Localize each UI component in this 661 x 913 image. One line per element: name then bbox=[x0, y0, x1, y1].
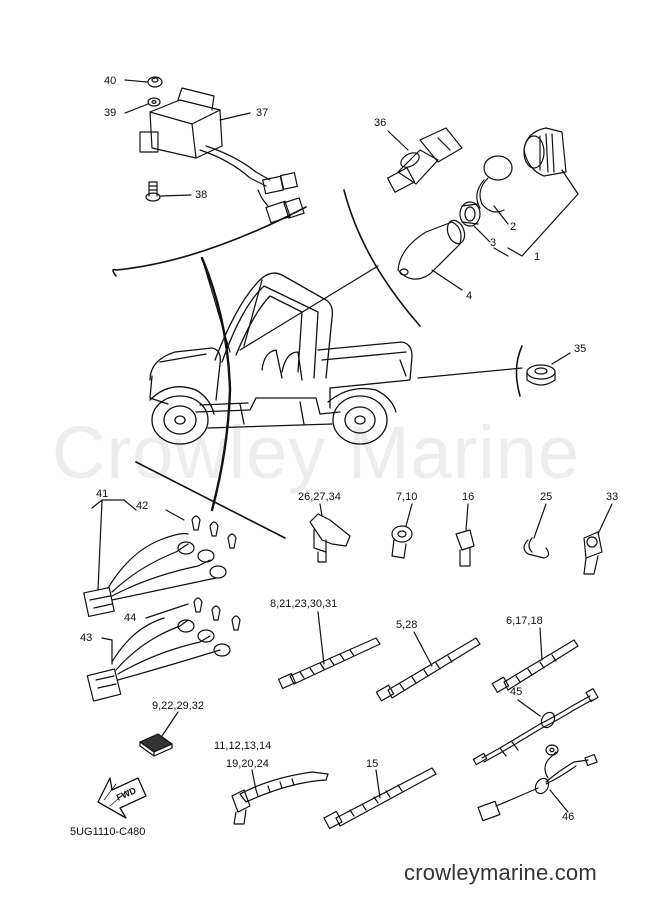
leader-2 bbox=[493, 205, 509, 225]
callout-1: 1 bbox=[534, 251, 541, 263]
leader-43 bbox=[101, 637, 113, 665]
lead-46 bbox=[477, 744, 598, 822]
callout-42: 42 bbox=[136, 500, 149, 512]
callout-33: 33 bbox=[606, 491, 619, 503]
harness-41 bbox=[83, 515, 237, 618]
sensor-36 bbox=[386, 127, 463, 193]
site-link[interactable]: crowleymarine.com bbox=[404, 860, 597, 885]
top-left-bracket-curve bbox=[112, 206, 307, 277]
callout-44: 44 bbox=[124, 612, 137, 624]
leader-6-17-18 bbox=[539, 627, 543, 661]
leader-39 bbox=[124, 103, 149, 114]
drawing-code: 5UG1110-C480 bbox=[70, 826, 146, 838]
harness-43 bbox=[86, 597, 241, 702]
callout-40: 40 bbox=[104, 75, 117, 87]
callout-25: 25 bbox=[540, 491, 553, 503]
leader-37 bbox=[219, 112, 251, 121]
leader-25 bbox=[533, 503, 547, 539]
callout-3: 3 bbox=[490, 237, 497, 249]
callout-16: 16 bbox=[462, 491, 475, 503]
clip-25 bbox=[523, 537, 550, 559]
leader-36 bbox=[387, 130, 409, 151]
callout-15: 15 bbox=[366, 758, 379, 770]
top-right-bracket-curve bbox=[343, 189, 421, 327]
callout-9-22-29-32: 9,22,29,32 bbox=[152, 700, 204, 712]
callout-5-28: 5,28 bbox=[396, 619, 418, 631]
leader-16 bbox=[465, 503, 469, 531]
boot-4 bbox=[397, 219, 466, 280]
leader-40 bbox=[124, 79, 148, 83]
bolt-38 bbox=[145, 181, 161, 202]
callout-26-27-34: 26,27,34 bbox=[298, 491, 341, 503]
leader-switch-to-vehicle bbox=[201, 257, 231, 353]
leader-1-3-join bbox=[493, 247, 509, 257]
leader-1 bbox=[507, 169, 579, 257]
nut-40 bbox=[147, 76, 163, 88]
callout-45: 45 bbox=[510, 686, 523, 698]
clip-26-27-34 bbox=[309, 513, 351, 563]
right-bracket-curve bbox=[515, 345, 523, 397]
sub-harness-45 bbox=[472, 688, 599, 766]
switch-assembly-37 bbox=[139, 87, 305, 224]
socket-1 bbox=[523, 127, 567, 177]
callout-39: 39 bbox=[104, 107, 117, 119]
cable-tie-5-28 bbox=[375, 637, 481, 702]
callout-36: 36 bbox=[374, 117, 387, 129]
callout-37: 37 bbox=[256, 107, 269, 119]
leader-3 bbox=[473, 225, 491, 243]
callout-4: 4 bbox=[466, 290, 473, 302]
callout-38: 38 bbox=[195, 189, 208, 201]
leader-9-22-29-32 bbox=[161, 711, 179, 737]
vehicle-illustration bbox=[149, 272, 413, 445]
cable-tie-15 bbox=[323, 767, 437, 830]
callout-46: 46 bbox=[562, 811, 575, 823]
clip-16 bbox=[455, 529, 475, 567]
leader-26-27-34 bbox=[319, 503, 323, 517]
callout-35: 35 bbox=[574, 343, 587, 355]
callout-43: 43 bbox=[80, 632, 93, 644]
leader-42 bbox=[165, 509, 185, 521]
leader-33 bbox=[597, 503, 613, 535]
cable-tie-6-17-18 bbox=[491, 639, 579, 693]
leader-44 bbox=[145, 603, 189, 619]
leader-15 bbox=[375, 769, 381, 799]
grommet-35 bbox=[526, 364, 556, 386]
washer-39 bbox=[147, 97, 161, 107]
nut-3 bbox=[459, 201, 481, 227]
leader-11-12-13-14 bbox=[251, 769, 257, 791]
leader-4 bbox=[431, 269, 463, 291]
callout-11-12-13-14: 11,12,13,14 bbox=[214, 740, 272, 752]
leader-7-10 bbox=[405, 503, 413, 527]
left-vertical-curve bbox=[200, 256, 232, 512]
leader-46 bbox=[549, 789, 569, 813]
cap-2 bbox=[476, 155, 513, 213]
leader-35 bbox=[551, 352, 571, 365]
clip-7-10 bbox=[391, 525, 413, 559]
callout-7-10: 7,10 bbox=[396, 491, 418, 503]
clip-33 bbox=[583, 531, 603, 575]
leader-45 bbox=[517, 699, 541, 717]
cable-tie-8-21-23-30-31 bbox=[277, 637, 381, 690]
leader-5-28 bbox=[413, 631, 433, 667]
callout-8-21-23-30-31: 8,21,23,30,31 bbox=[270, 598, 338, 610]
leader-grommet-to-vehicle bbox=[417, 367, 523, 379]
cable-tie-11-12-13-14 bbox=[231, 771, 329, 825]
mount-9-22-29-32 bbox=[139, 733, 173, 757]
leader-8-21-23-30-31 bbox=[317, 611, 325, 665]
leader-41 bbox=[91, 499, 137, 591]
leader-38 bbox=[160, 194, 192, 197]
callout-19-20-24: 19,20,24 bbox=[226, 758, 269, 770]
callout-6-17-18: 6,17,18 bbox=[506, 615, 543, 627]
callout-41: 41 bbox=[96, 488, 109, 500]
bottom-left-bracket-curve bbox=[135, 461, 286, 539]
callout-2: 2 bbox=[510, 221, 517, 233]
fwd-arrow-icon bbox=[97, 777, 147, 819]
